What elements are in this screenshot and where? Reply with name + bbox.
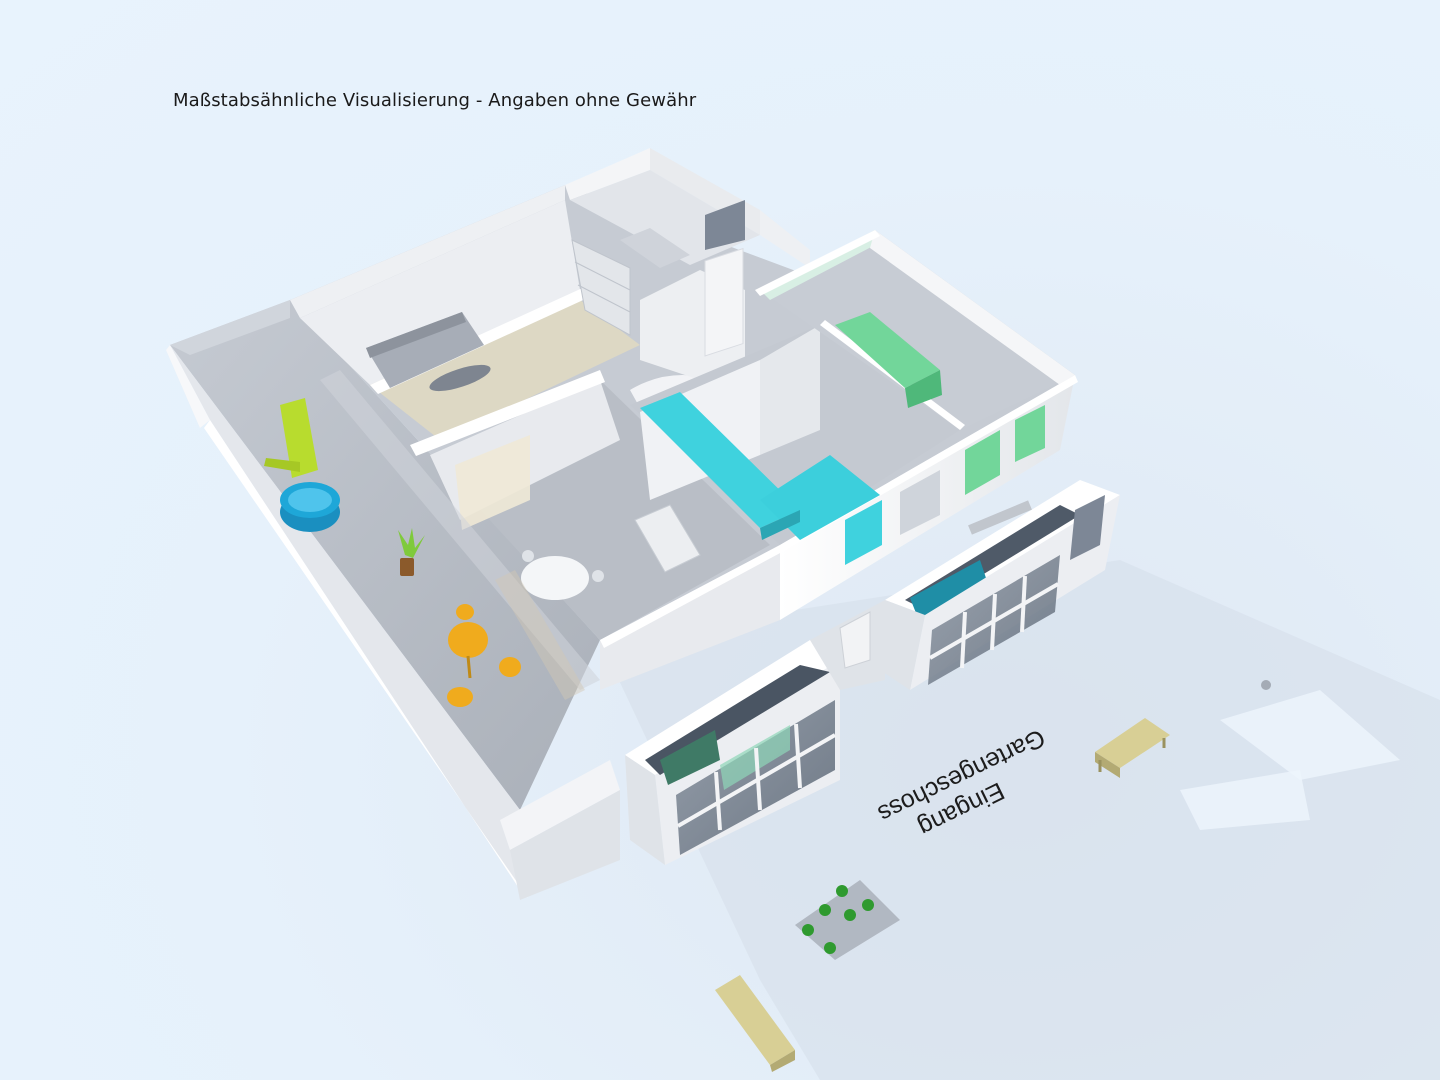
bistro-set (447, 604, 521, 707)
planter-bed (795, 880, 900, 960)
kitchen-unit (634, 504, 701, 573)
deckchair (264, 398, 318, 478)
visualization-disclaimer-caption: Maßstabsähnliche Visualisierung - Angabe… (173, 90, 697, 111)
terrace (166, 300, 620, 900)
entrance-block (810, 600, 885, 690)
garden-level-right-wing (880, 480, 1120, 690)
living-room-floor (370, 285, 640, 440)
bed-cyan (640, 392, 880, 540)
small-plant (1261, 680, 1271, 690)
dining-table (521, 550, 604, 600)
bench-left (715, 975, 795, 1072)
garden-level-left-wing (625, 640, 840, 865)
potted-plant (398, 528, 425, 576)
sofa (366, 312, 491, 392)
bench-right (1095, 718, 1170, 778)
bed-green (835, 312, 942, 408)
glass-partition (320, 370, 600, 700)
paddling-pool (280, 482, 340, 532)
bedroom-green-floor (760, 230, 1075, 430)
